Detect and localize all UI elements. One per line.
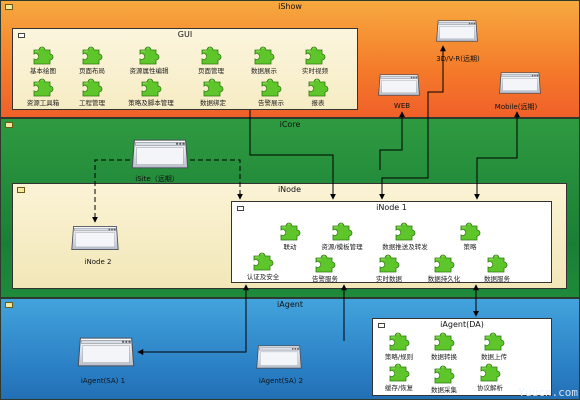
inode1-module: 数据推送及转发	[370, 220, 440, 254]
puzzle-icon	[306, 76, 330, 98]
gui-module: 策略及脚本管理	[116, 76, 186, 110]
gui-module: 工程管理	[57, 76, 127, 110]
ishow-title: iShow	[278, 2, 302, 11]
puzzle-icon	[80, 76, 104, 98]
puzzle-icon	[201, 76, 225, 98]
iagent-title: iAgent	[277, 300, 303, 309]
mobile-label: Mobile(远期)	[494, 103, 538, 111]
threed-vr-label: 3D/V-R(远期)	[436, 55, 480, 63]
gui-module: 基本绘图	[8, 44, 78, 78]
inode2-window-icon	[70, 224, 120, 252]
inode1-title: iNode 1	[376, 203, 407, 212]
puzzle-icon	[139, 76, 163, 98]
iagent-tab-icon	[5, 302, 13, 308]
inode1-module: 资源/模板管理	[307, 220, 377, 254]
inode1-module: 告警服务	[290, 252, 360, 286]
gui-module: 页面管理	[176, 44, 246, 78]
icore-tab-icon	[5, 122, 13, 128]
puzzle-icon	[432, 252, 456, 274]
iagent-da-tab-icon	[378, 323, 385, 328]
web-window-icon	[377, 72, 421, 98]
inode1-module: 认证及安全	[228, 250, 298, 284]
puzzle-icon	[377, 252, 401, 274]
iagent-da-package: iAgent(DA)	[372, 318, 552, 396]
gui-module: 资源工具箱	[8, 76, 78, 110]
gui-title: GUI	[177, 30, 193, 39]
threed-vr-window-icon	[435, 18, 479, 44]
inode1-module: 数据服务	[462, 252, 532, 286]
puzzle-icon	[31, 44, 55, 66]
gui-module: 数据展示	[229, 44, 299, 78]
inode1-module: 数据持久化	[409, 252, 479, 286]
isite-window-icon	[130, 138, 190, 170]
gui-module: 告警展示	[236, 76, 306, 110]
puzzle-icon	[478, 361, 502, 383]
watermark: Yuucn.com	[518, 386, 578, 399]
inode1-tab-icon	[237, 206, 244, 211]
isite-label: iSite（远期）	[135, 175, 179, 183]
puzzle-icon	[330, 220, 354, 242]
inode1-module: 联动	[255, 220, 325, 254]
gui-module: 页面布局	[57, 44, 127, 78]
puzzle-icon	[252, 44, 276, 66]
gui-module: 实时视频	[280, 44, 350, 78]
puzzle-icon	[458, 220, 482, 242]
puzzle-icon	[259, 76, 283, 98]
mobile-window-icon	[498, 70, 542, 96]
gui-tab-icon	[18, 33, 25, 38]
puzzle-icon	[393, 220, 417, 242]
puzzle-icon	[251, 250, 275, 272]
inode1-module: 策略	[435, 220, 505, 254]
puzzle-icon	[199, 44, 223, 66]
iagent-da-module: 数据采集	[409, 363, 479, 397]
inode-title: iNode	[277, 185, 302, 194]
iagent-da-module: 协议解析	[455, 361, 525, 395]
puzzle-icon	[432, 330, 456, 352]
icore-title: iCore	[279, 120, 301, 129]
puzzle-icon	[387, 330, 411, 352]
iagent-da-module: 数据上传	[459, 330, 529, 364]
puzzle-icon	[137, 44, 161, 66]
puzzle-icon	[31, 76, 55, 98]
puzzle-icon	[303, 44, 327, 66]
inode1-module: 实时数据	[354, 252, 424, 286]
web-label: WEB	[393, 102, 411, 110]
iagent-sa2-window-icon	[255, 343, 303, 371]
puzzle-icon	[80, 44, 104, 66]
iagent-sa2-label: iAgent(SA) 2	[258, 377, 304, 385]
gui-module: 报表	[283, 76, 353, 110]
puzzle-icon	[485, 252, 509, 274]
puzzle-icon	[432, 363, 456, 385]
iagent-da-module: 数据转换	[409, 330, 479, 364]
inode-tab-icon	[17, 187, 25, 193]
puzzle-icon	[387, 361, 411, 383]
iagent-da-module: 策略/规则	[364, 330, 434, 364]
ishow-tab-icon	[5, 4, 13, 10]
gui-module: 资源属性编辑	[114, 44, 184, 78]
iagent-sa1-label: iAgent(SA) 1	[80, 377, 126, 385]
iagent-sa1-window-icon	[76, 336, 136, 368]
iagent-da-title: iAgent(DA)	[440, 320, 484, 329]
iagent-da-module: 缓存/恢复	[364, 361, 434, 395]
gui-package: GUI	[12, 28, 358, 110]
puzzle-icon	[313, 252, 337, 274]
puzzle-icon	[482, 330, 506, 352]
gui-module: 数据绑定	[178, 76, 248, 110]
inode2-label: iNode 2	[84, 258, 112, 266]
puzzle-icon	[278, 220, 302, 242]
